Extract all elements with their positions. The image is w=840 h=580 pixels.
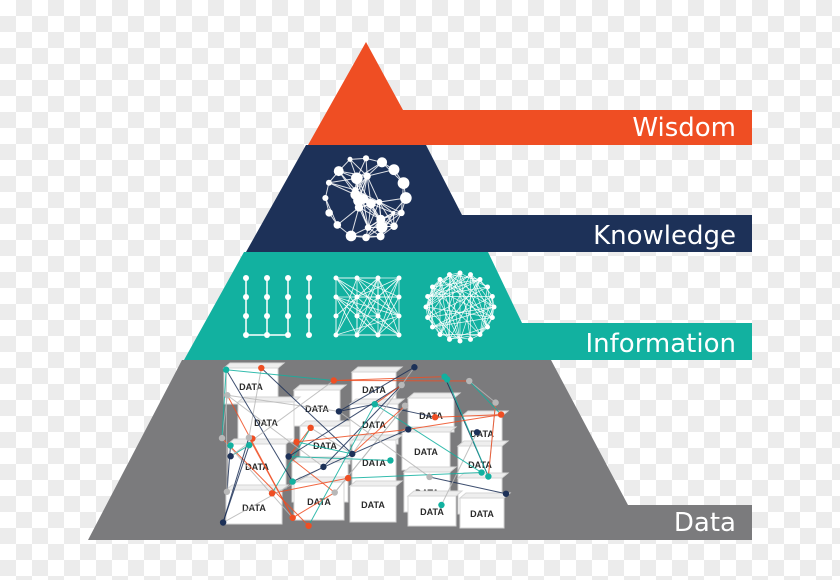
knowledge-label: Knowledge bbox=[593, 221, 736, 251]
node-grid-icon bbox=[243, 275, 312, 338]
data-box: DATA bbox=[406, 392, 462, 433]
data-box-label: DATA bbox=[239, 382, 263, 392]
tier-illustrations: DATA DATA DATA DATA DATA DATA DATA DATA DATA DATA… bbox=[218, 155, 512, 529]
data-network bbox=[218, 364, 510, 529]
node-mesh-icon bbox=[333, 275, 402, 338]
data-box-label: DATA bbox=[362, 420, 386, 430]
data-box: DATA bbox=[400, 426, 458, 471]
data-box-label: DATA bbox=[361, 500, 385, 510]
information-tier bbox=[184, 252, 752, 360]
data-box-label: DATA bbox=[245, 462, 269, 472]
data-box: DATA bbox=[406, 490, 464, 527]
network-sphere-icon bbox=[322, 155, 412, 242]
data-box-label: DATA bbox=[470, 429, 494, 439]
wisdom-tier bbox=[308, 42, 752, 145]
data-box: DATA bbox=[348, 480, 404, 523]
data-label: Data bbox=[674, 508, 736, 538]
data-box-label: DATA bbox=[420, 507, 444, 517]
dense-network-icon bbox=[423, 270, 497, 344]
data-box-label: DATA bbox=[362, 385, 386, 395]
data-box: DATA bbox=[458, 492, 512, 529]
data-box-label: DATA bbox=[470, 509, 494, 519]
data-box-label: DATA bbox=[242, 503, 266, 513]
data-box-label: DATA bbox=[254, 418, 278, 428]
data-box-label: DATA bbox=[305, 404, 329, 414]
information-label: Information bbox=[585, 329, 736, 359]
data-box-label: DATA bbox=[468, 460, 492, 470]
wisdom-label: Wisdom bbox=[632, 113, 736, 143]
data-box-label: DATA bbox=[362, 458, 386, 468]
data-box-label: DATA bbox=[313, 441, 337, 451]
data-box-label: DATA bbox=[414, 447, 438, 457]
